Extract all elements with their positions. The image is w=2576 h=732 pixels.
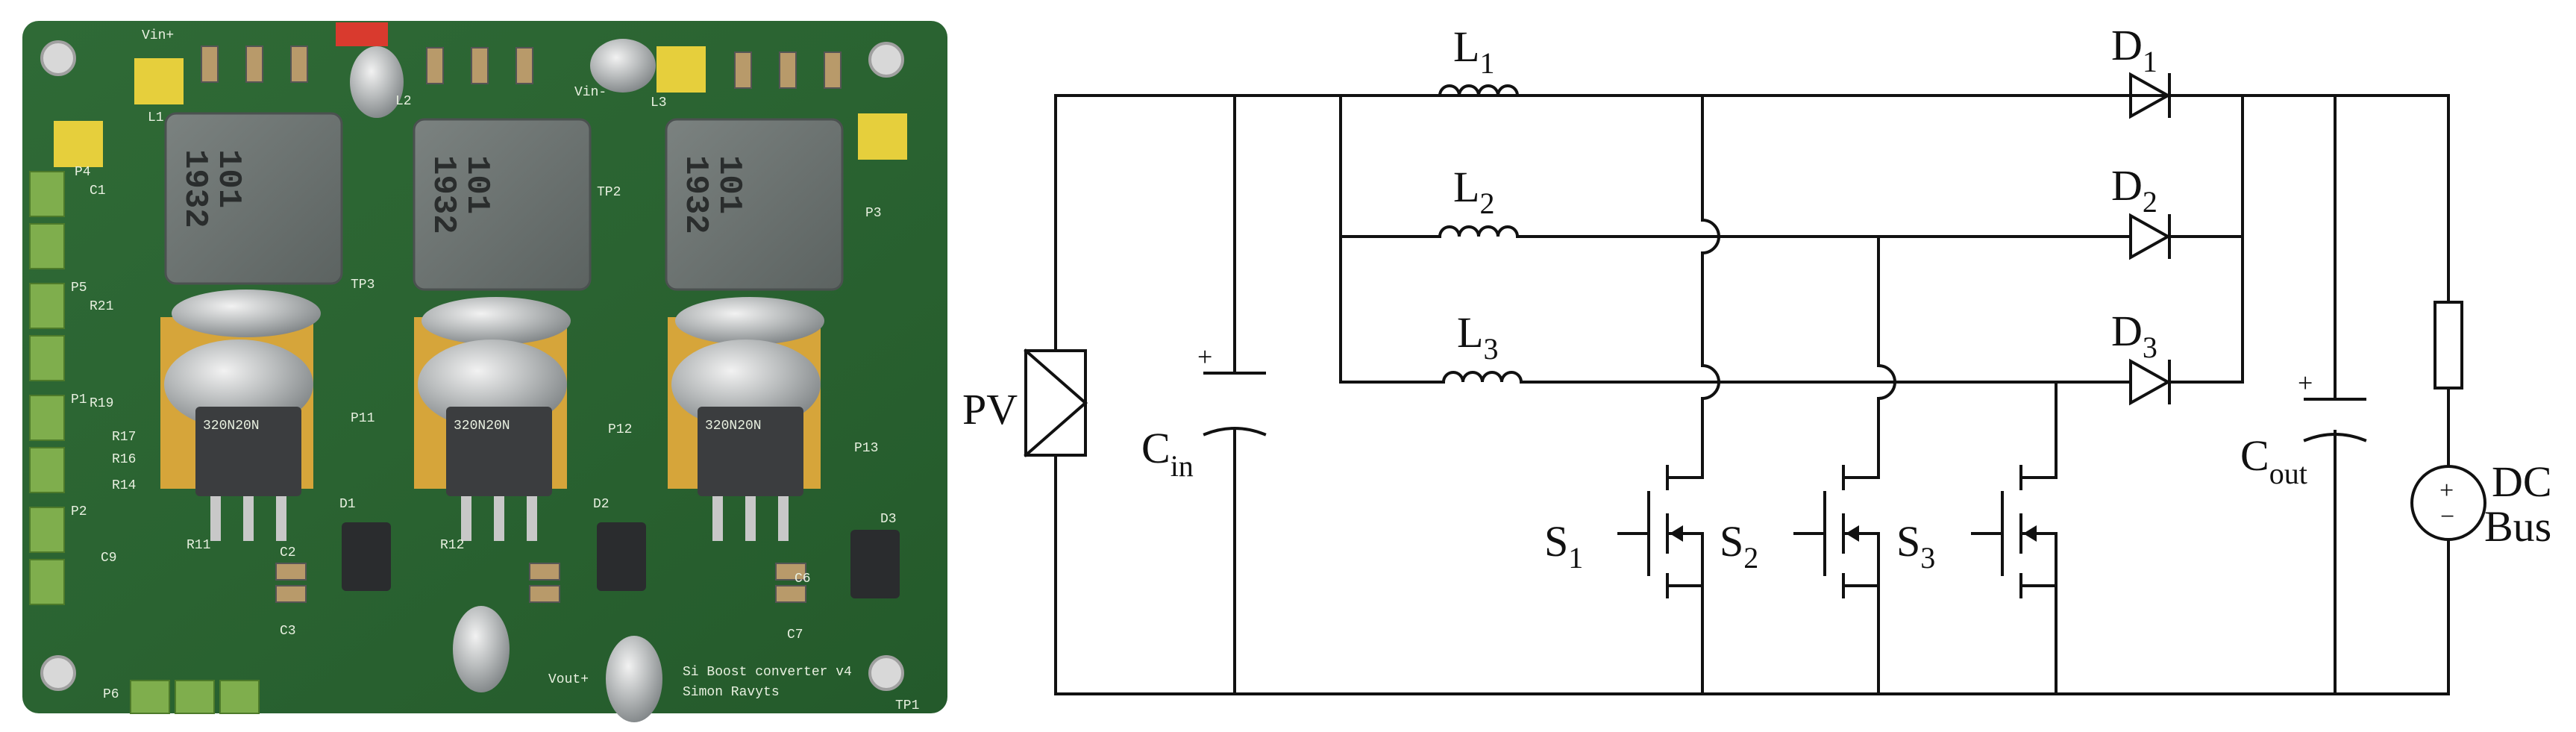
- silk-d2: D2: [593, 497, 609, 512]
- silk-c2: C2: [280, 545, 296, 560]
- dc-minus-sign: −: [2440, 503, 2454, 531]
- label-d1: D1: [2111, 21, 2157, 78]
- silk-p1: P1: [71, 392, 87, 407]
- inductor-l2: L2: [1438, 163, 1520, 239]
- boost-converter-schematic: PV + Cin L1 L2 L3 D1: [962, 21, 2552, 695]
- silk-c3: C3: [280, 624, 296, 639]
- label-cout: Cout: [2240, 431, 2307, 490]
- silk-author: Simon Ravyts: [683, 685, 780, 700]
- silk-r14: R14: [112, 478, 136, 493]
- inductor-1: 101 1932: [164, 112, 343, 285]
- inductor-marking: 1932: [424, 155, 462, 234]
- diode-d3: D3: [2111, 307, 2172, 406]
- inductor-l3: L3: [1441, 308, 1523, 384]
- copper-pads: [54, 46, 907, 167]
- mosfet-marking: 320N20N: [203, 419, 260, 434]
- cout-plus-sign: +: [2298, 368, 2313, 398]
- label-d2: D2: [2111, 161, 2157, 219]
- mosfet-1: 320N20N: [195, 407, 301, 541]
- dc-plus-sign: +: [2439, 477, 2454, 504]
- mosfet-3: 320N20N: [698, 407, 803, 541]
- silk-r16: R16: [112, 452, 136, 467]
- inductor-marking: 1932: [176, 149, 213, 228]
- silkscreen-labels: Vin+ Vin- Vout+ L1 L2 L3 TP1 TP2 TP3 P1 …: [71, 28, 919, 713]
- label-cin: Cin: [1141, 424, 1194, 483]
- silk-r11: R11: [187, 538, 210, 553]
- silk-d1: D1: [339, 497, 356, 512]
- silk-p3: P3: [865, 206, 882, 221]
- capacitor-cout: + Cout: [2240, 368, 2367, 490]
- switch-s1: S1: [1544, 465, 1704, 598]
- diode-d2: D2: [2111, 161, 2172, 260]
- silk-tp3: TP3: [351, 278, 375, 293]
- header-pins: [29, 171, 260, 714]
- silk-p12: P12: [608, 422, 632, 437]
- label-bus: Bus: [2484, 502, 2551, 551]
- silk-p6: P6: [103, 687, 119, 702]
- label-s3: S3: [1896, 517, 1935, 575]
- silk-p11: P11: [351, 411, 375, 426]
- mosfet-marking: 320N20N: [454, 419, 510, 434]
- mounting-holes: [40, 40, 904, 691]
- switch-s3: S3: [1896, 465, 2058, 598]
- wires: [1054, 94, 2450, 695]
- inductor-l1: L1: [1438, 22, 1520, 98]
- inductor-2: 101 1932: [413, 118, 592, 291]
- switch-s2: S2: [1720, 465, 1880, 598]
- inductor-marking: 101: [710, 155, 748, 214]
- label-pv: PV: [962, 385, 1018, 434]
- label-d3: D3: [2111, 307, 2157, 364]
- diode-packages: [342, 522, 900, 598]
- capacitor-cin: + Cin: [1141, 342, 1267, 483]
- silk-r17: R17: [112, 430, 136, 445]
- label-l1: L1: [1453, 22, 1494, 80]
- dc-bus-resistor: [2434, 301, 2463, 390]
- silk-r19: R19: [90, 396, 113, 411]
- silk-l3: L3: [651, 96, 667, 110]
- red-connector: [336, 22, 388, 46]
- silk-c9: C9: [101, 551, 117, 566]
- inductor-3: 101 1932: [665, 118, 844, 291]
- cin-plus-sign: +: [1197, 342, 1212, 372]
- silk-vin-plus: Vin+: [142, 28, 174, 43]
- inductor-marking: 1932: [677, 155, 714, 234]
- inductor-marking: 101: [458, 155, 495, 214]
- silk-tp2: TP2: [597, 185, 621, 200]
- pv-source: PV: [962, 348, 1088, 457]
- label-dc: DC: [2492, 457, 2552, 506]
- dc-bus-source: + − DC Bus: [2410, 457, 2552, 551]
- diode-d1: D1: [2111, 21, 2172, 119]
- label-l2: L2: [1453, 163, 1494, 220]
- mosfet-marking: 320N20N: [705, 419, 762, 434]
- silk-l1: L1: [148, 110, 164, 125]
- label-s1: S1: [1544, 517, 1583, 575]
- silk-r12: R12: [440, 538, 464, 553]
- silk-d3: D3: [880, 512, 897, 527]
- mosfet-2: 320N20N: [446, 407, 552, 541]
- silk-vin-minus: Vin-: [574, 85, 607, 100]
- smd-components: [201, 46, 842, 603]
- silk-p2: P2: [71, 504, 87, 519]
- label-l3: L3: [1457, 308, 1498, 366]
- pcb-photo: 101 1932 101 1932 101 1932 320N20N: [22, 21, 947, 722]
- silk-c6: C6: [795, 572, 811, 586]
- silk-r21: R21: [90, 299, 113, 314]
- silk-tp1: TP1: [895, 698, 919, 713]
- silk-l2: L2: [395, 94, 412, 109]
- silk-vout-plus: Vout+: [548, 672, 589, 687]
- silk-p4: P4: [75, 165, 91, 180]
- silk-title: Si Boost converter v4: [683, 665, 852, 680]
- silk-p13: P13: [854, 441, 878, 456]
- label-s2: S2: [1720, 517, 1758, 575]
- silk-p5: P5: [71, 281, 87, 295]
- silk-c1: C1: [90, 184, 106, 198]
- silk-c7: C7: [787, 628, 803, 642]
- inductor-marking: 101: [210, 149, 247, 208]
